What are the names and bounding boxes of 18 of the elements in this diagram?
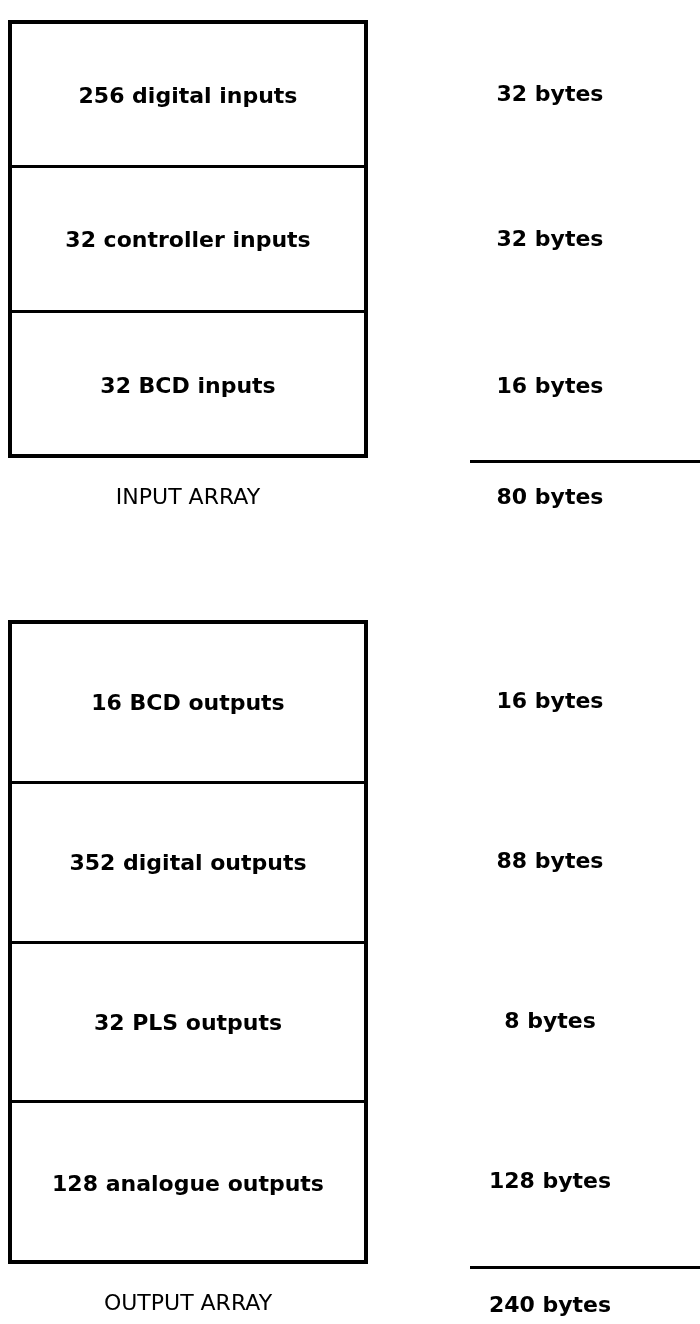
array-title: OUTPUT ARRAY xyxy=(102,1290,274,1315)
byte-count: 32 bytes xyxy=(495,80,605,106)
byte-count: 80 bytes xyxy=(495,483,605,509)
row-label: 256 digital inputs xyxy=(77,82,299,108)
row-label: 32 PLS outputs xyxy=(92,1009,284,1035)
byte-count: 16 bytes xyxy=(495,687,605,713)
byte-count: 32 bytes xyxy=(495,225,605,251)
byte-count: 128 bytes xyxy=(487,1167,613,1193)
row-label: 352 digital outputs xyxy=(68,849,308,875)
row-label: 32 controller inputs xyxy=(64,226,312,252)
row-label: 16 BCD outputs xyxy=(90,689,286,715)
byte-count: 88 bytes xyxy=(495,847,605,873)
row-label: 128 analogue outputs xyxy=(51,1170,325,1196)
byte-count: 240 bytes xyxy=(487,1291,613,1317)
byte-count: 8 bytes xyxy=(503,1007,597,1033)
array-title: INPUT ARRAY xyxy=(114,484,262,509)
byte-count: 16 bytes xyxy=(495,372,605,398)
row-label: 32 BCD inputs xyxy=(99,372,277,398)
